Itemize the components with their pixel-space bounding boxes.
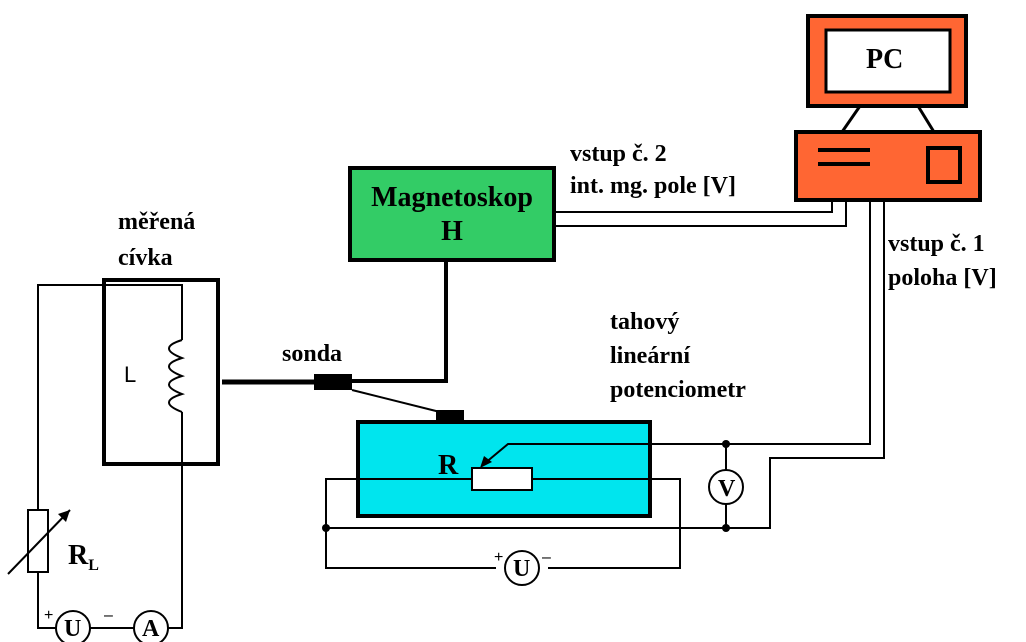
coil-label-line2: cívka bbox=[118, 245, 173, 271]
voltage-source-label: U bbox=[513, 556, 531, 582]
potentiometer-label-line1: tahový bbox=[610, 309, 680, 335]
potentiometer-label-line2: lineární bbox=[610, 343, 691, 369]
input2-label-line2: int. mg. pole [V] bbox=[570, 173, 736, 199]
voltmeter bbox=[708, 469, 744, 505]
wiper bbox=[483, 443, 726, 465]
magnetoskop-box bbox=[348, 166, 556, 262]
rheostat-label: RL bbox=[68, 542, 99, 574]
junction-top bbox=[722, 440, 730, 448]
rheostat-arrow bbox=[7, 509, 71, 575]
voltage-source-left-label: U bbox=[64, 616, 82, 642]
junction-left bbox=[322, 524, 330, 532]
input2-label-line1: vstup č. 2 bbox=[570, 141, 667, 167]
probe-label: sonda bbox=[282, 341, 343, 367]
potentiometer-label-line3: potenciometr bbox=[610, 377, 746, 403]
pc-unit bbox=[794, 130, 982, 202]
rheostat-label-sub: L bbox=[88, 557, 99, 574]
inductor-label: L bbox=[124, 362, 137, 387]
rheostat bbox=[27, 509, 49, 573]
magnetoskop-label-line2: H bbox=[441, 216, 463, 247]
coil-label-line1: měřená bbox=[118, 209, 196, 235]
plus-sign-left: + bbox=[44, 607, 54, 624]
wiper-arrowhead bbox=[480, 456, 492, 468]
probe-link bbox=[351, 389, 441, 413]
coil-label: měřená cívka bbox=[118, 210, 195, 270]
potentiometer-label: tahový lineární potenciometr bbox=[610, 310, 746, 402]
input2-cable bbox=[554, 200, 847, 227]
minus-sign-left: – bbox=[104, 607, 113, 624]
magnetoskop-label-line1: Magnetoskop bbox=[371, 182, 533, 213]
potentiometer-circuit bbox=[325, 444, 727, 569]
input1-label-line2: poloha [V] bbox=[888, 265, 997, 291]
resistor-label: R bbox=[438, 450, 459, 481]
junction-bottom bbox=[722, 524, 730, 532]
input1-label: vstup č. 1 poloha [V] bbox=[888, 232, 997, 290]
inductor-winding bbox=[168, 290, 186, 440]
plus-sign-bottom: + bbox=[494, 549, 504, 566]
pc-monitor bbox=[806, 14, 968, 133]
voltage-source bbox=[504, 550, 540, 586]
ammeter bbox=[133, 610, 169, 642]
voltmeter-label: V bbox=[718, 476, 736, 502]
minus-sign-bottom: – bbox=[542, 549, 551, 566]
magnetoskop-label: Magnetoskop H bbox=[350, 184, 554, 246]
coil-circuit bbox=[37, 284, 183, 629]
input2-label: vstup č. 2 int. mg. pole [V] bbox=[570, 142, 736, 198]
ammeter-label: A bbox=[142, 616, 160, 642]
resistor-element bbox=[471, 467, 533, 491]
probe-cable bbox=[352, 260, 448, 383]
input1-cable bbox=[726, 200, 885, 529]
rheostat-label-main: R bbox=[68, 540, 89, 571]
coil-box bbox=[102, 278, 220, 466]
input1-label-line1: vstup č. 1 bbox=[888, 231, 985, 257]
voltage-source-left bbox=[55, 610, 91, 642]
probe bbox=[314, 374, 352, 390]
pc-label: PC bbox=[866, 44, 904, 75]
rheostat-arrowhead bbox=[58, 510, 70, 522]
slider-block bbox=[436, 410, 464, 422]
